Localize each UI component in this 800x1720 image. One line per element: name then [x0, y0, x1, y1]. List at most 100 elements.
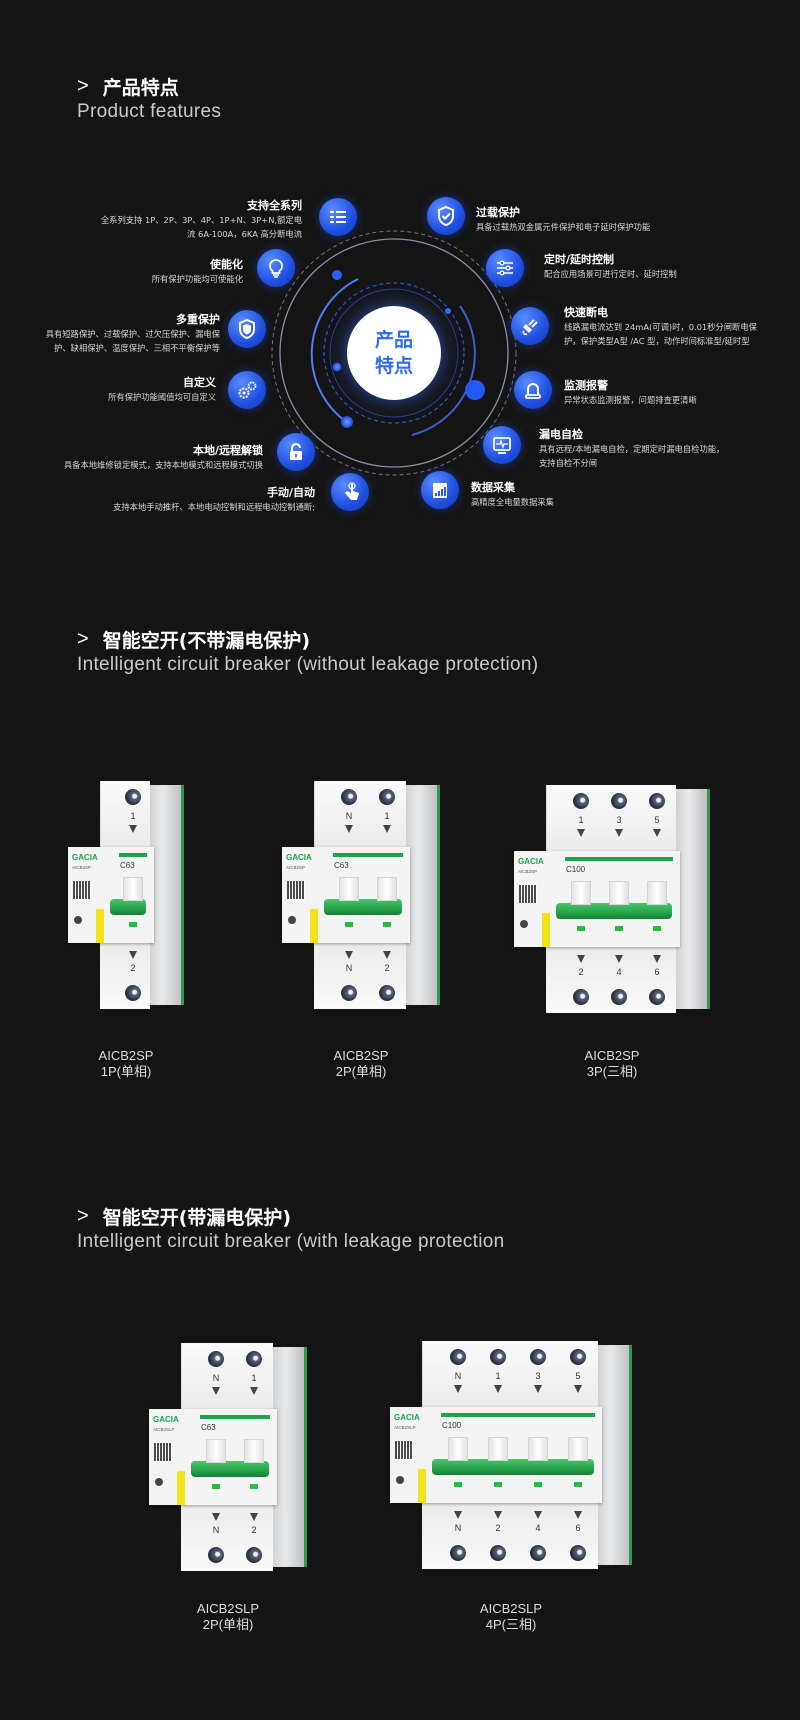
terminal-label-top: N [454, 1371, 462, 1381]
status-indicator [250, 1484, 258, 1489]
feature-desc-line: 护、缺相保护、温度保护、三相不平衡保护等 [54, 343, 220, 353]
feature-title: 漏电自检 [539, 428, 583, 441]
terminal-label-bottom: 4 [616, 967, 622, 977]
terminal-label-top: N [345, 811, 353, 821]
checklist-icon [319, 198, 357, 236]
green-handle[interactable] [324, 899, 402, 915]
feature-desc-line: 所有保护功能均可使能化 [151, 274, 243, 284]
terminal-label-top: 1 [384, 811, 390, 821]
feature-title: 手动/自动 [266, 486, 315, 499]
shield-icon [228, 310, 266, 348]
pole-window [609, 881, 629, 905]
arrow-down-icon [383, 951, 391, 959]
feature-title: 使能化 [210, 258, 243, 271]
feature-right-2: 快速断电线路漏电流达到 24mA(可调)时，0.01秒分闸断电保护，保护类型A型… [564, 305, 800, 348]
terminal-screw-icon [379, 985, 395, 1001]
terminal-label-top: 5 [575, 1371, 581, 1381]
outer-dashed-ring [271, 230, 517, 476]
feature-title: 快速断电 [564, 306, 608, 319]
pole-window [647, 881, 667, 905]
breaker-side [676, 789, 710, 1009]
feature-desc-line: 护，保护类型A型 /AC 型，动作时间标准型/延时型 [564, 336, 750, 346]
feature-left-4: 本地/远程解锁具备本地维修锁定模式，支持本地模式和远程模式切换 [3, 443, 263, 472]
pole-window [339, 877, 359, 901]
terminal-screw-icon [125, 985, 141, 1001]
arrow-down-icon [577, 955, 585, 963]
feature-desc-line: 流 6A-100A，6KA 高分断电流 [187, 229, 302, 239]
product-variant: 4P(三相) [485, 1617, 537, 1632]
rating-label: C63 [201, 1423, 216, 1432]
test-button [74, 916, 82, 924]
feature-title: 自定义 [183, 376, 216, 389]
terminal-screw-icon [246, 1351, 262, 1367]
green-handle[interactable] [191, 1461, 269, 1477]
feature-left-1: 使能化所有保护功能均可使能化 [0, 257, 243, 286]
arrow-down-icon [615, 829, 623, 837]
alarm-icon [514, 371, 552, 409]
arrow-down-icon [574, 1511, 582, 1519]
feature-desc-line: 具有远程/本地漏电自检，定期定时漏电自检功能， [539, 444, 725, 454]
green-handle[interactable] [556, 903, 672, 919]
terminal-screw-icon [573, 989, 589, 1005]
orbit-dot [465, 380, 485, 400]
terminal-screw-icon [611, 793, 627, 809]
feature-desc-line: 高精度全电量数据采集 [471, 497, 554, 507]
orbit-dot [332, 362, 342, 372]
product-variant: 2P(单相) [202, 1617, 254, 1632]
product-model: AICB2SLP [479, 1601, 543, 1616]
no-leakage-title-en: Intelligent circuit breaker (without lea… [77, 654, 539, 675]
terminal-label-top: N [212, 1373, 220, 1383]
feature-desc-line: 支持自检不分闸 [539, 458, 598, 468]
terminal-screw-icon [570, 1545, 586, 1561]
brand-logo: GACIA [518, 857, 544, 866]
center-line-1: 产品 [374, 329, 413, 351]
product-variant: 2P(单相) [335, 1064, 387, 1079]
chevron-right-icon: > [77, 627, 89, 650]
arrow-down-icon [345, 951, 353, 959]
terminal-screw-icon [490, 1349, 506, 1365]
green-handle[interactable] [432, 1459, 594, 1475]
arrow-down-icon [653, 955, 661, 963]
terminal-label-top: 5 [654, 815, 660, 825]
product-model: AICB2SLP [196, 1601, 260, 1616]
no-leakage-title-cn: 智能空开(不带漏电保护) [102, 629, 311, 652]
feature-title: 支持全系列 [247, 199, 302, 212]
rating-label: C63 [334, 861, 349, 870]
brand-logo: GACIA [153, 1415, 179, 1424]
terminal-screw-icon [570, 1349, 586, 1365]
feature-right-5: 数据采集高精度全电量数据采集 [471, 480, 731, 509]
arrow-down-icon [345, 825, 353, 833]
rating-label: C63 [120, 861, 135, 870]
green-handle[interactable] [110, 899, 146, 915]
breaker-side [273, 1347, 307, 1567]
status-indicator [454, 1482, 462, 1487]
qr-code [73, 881, 91, 899]
arrow-down-icon [534, 1385, 542, 1393]
arrow-down-icon [129, 825, 137, 833]
outer-ring [279, 238, 509, 468]
product-model: AICB2SP [98, 1048, 154, 1063]
feature-desc-line: 全系列支持 1P、2P、3P、4P、1P+N、3P+N,额定电 [100, 215, 302, 225]
feature-desc-line: 配合应用场景可进行定时、延时控制 [544, 269, 677, 279]
feature-desc-line: 支持本地手动推杆、本地电动控制和远程电动控制通断; [113, 502, 315, 512]
orbit-dot [341, 416, 353, 428]
terminal-screw-icon [341, 789, 357, 805]
terminal-screw-icon [125, 789, 141, 805]
bar-chart-icon [421, 471, 459, 509]
terminal-label-top: 1 [578, 815, 584, 825]
terminal-label-bottom: 6 [654, 967, 660, 977]
terminal-screw-icon [341, 985, 357, 1001]
arrow-down-icon [454, 1511, 462, 1519]
monitor-pulse-icon [483, 426, 521, 464]
model-code: AICB2SP [72, 865, 92, 870]
feature-right-3: 监测报警异常状态监测报警，问题排查更清晰 [564, 378, 800, 407]
terminal-screw-icon [611, 989, 627, 1005]
feature-left-0: 支持全系列全系列支持 1P、2P、3P、4P、1P+N、3P+N,额定电流 6A… [42, 198, 302, 241]
